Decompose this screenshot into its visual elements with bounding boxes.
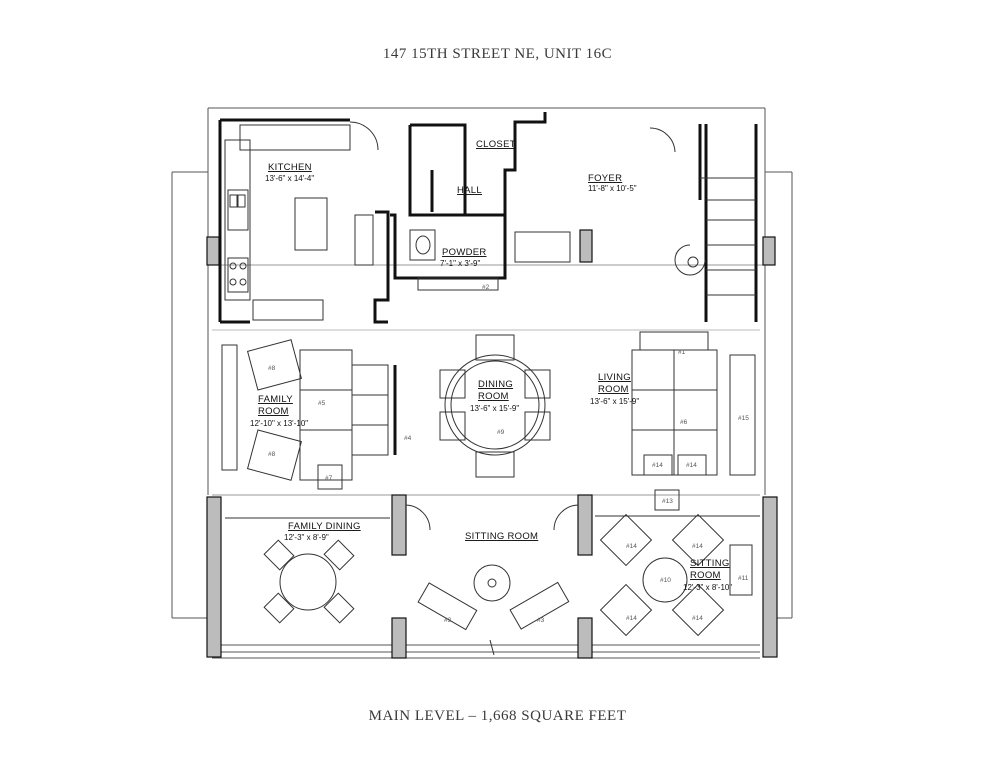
sitting-room-label: SITTING ROOM bbox=[465, 531, 538, 542]
sitting-room-furniture bbox=[405, 504, 579, 656]
plan-title: 147 15TH STREET NE, UNIT 16C bbox=[382, 46, 613, 62]
dining-room-dims: 13'-6" x 15'-9" bbox=[470, 404, 519, 413]
furniture-tag: #14 bbox=[652, 462, 663, 469]
furniture-tag: #11 bbox=[738, 575, 749, 582]
hall-label: HALL bbox=[457, 185, 482, 196]
furniture-tag: #5 bbox=[318, 400, 326, 407]
plan-caption: MAIN LEVEL – 1,668 SQUARE FEET bbox=[368, 708, 627, 724]
furniture-tag: #6 bbox=[680, 419, 688, 426]
staircase bbox=[649, 127, 756, 296]
family-dining-label: FAMILY DINING bbox=[288, 521, 361, 532]
furniture-tag: #3 bbox=[537, 617, 545, 624]
furniture-tag: #4 bbox=[404, 435, 412, 442]
dining-room-label-1: DINING bbox=[478, 379, 513, 390]
furniture-tag: #3 bbox=[444, 617, 452, 624]
furniture-tag: #13 bbox=[662, 498, 673, 505]
living-room-furniture bbox=[631, 331, 756, 511]
closet-label: CLOSET bbox=[476, 139, 516, 150]
family-room-label-2: ROOM bbox=[258, 406, 289, 417]
walls bbox=[218, 112, 758, 455]
powder-dims: 7'-1" x 3'-9" bbox=[440, 259, 480, 268]
furniture-tag: #8 bbox=[268, 365, 276, 372]
outer-lines bbox=[171, 107, 793, 659]
foyer-dims: 11'-8" x 10'-5" bbox=[588, 184, 637, 193]
furniture-tag: #10 bbox=[660, 577, 671, 584]
furniture-tag: #14 bbox=[692, 615, 703, 622]
family-room-dims: 12'-10" x 13'-10" bbox=[250, 419, 308, 428]
furniture-tag: #14 bbox=[692, 543, 703, 550]
furniture-tag: #2 bbox=[482, 284, 490, 291]
east-sitting-dims: 12'-3" x 8'-10" bbox=[683, 583, 732, 592]
dining-room-label-2: ROOM bbox=[478, 391, 509, 402]
furniture-tag: #15 bbox=[738, 415, 749, 422]
kitchen-label: KITCHEN bbox=[268, 162, 312, 173]
furniture-tag: #9 bbox=[497, 429, 505, 436]
kitchen-dims: 13'-6" x 14'-4" bbox=[265, 174, 314, 183]
living-room-dims: 13'-6" x 15'-9" bbox=[590, 397, 639, 406]
living-room-label-1: LIVING bbox=[598, 372, 631, 383]
family-dining-dims: 12'-3" x 8'-9" bbox=[284, 533, 329, 542]
dining-room-furniture bbox=[439, 334, 551, 478]
furniture-tag: #8 bbox=[268, 451, 276, 458]
powder-fixtures bbox=[354, 214, 571, 291]
family-room-label-1: FAMILY bbox=[258, 394, 293, 405]
foyer-label: FOYER bbox=[588, 173, 622, 184]
columns bbox=[206, 229, 778, 659]
east-sitting-label-1: SITTING bbox=[690, 558, 730, 569]
furniture-tag: #1 bbox=[678, 349, 686, 356]
family-dining-furniture bbox=[225, 517, 390, 624]
furniture-tag: #7 bbox=[325, 475, 333, 482]
east-sitting-label-2: ROOM bbox=[690, 570, 721, 581]
furniture-tag: #14 bbox=[686, 462, 697, 469]
east-sitting-furniture bbox=[595, 513, 760, 637]
powder-label: POWDER bbox=[442, 247, 487, 258]
furniture-tag: #14 bbox=[626, 615, 637, 622]
family-room-furniture bbox=[221, 339, 389, 490]
kitchen-fixtures bbox=[224, 121, 379, 321]
furniture-tag: #14 bbox=[626, 543, 637, 550]
living-room-label-2: ROOM bbox=[598, 384, 629, 395]
